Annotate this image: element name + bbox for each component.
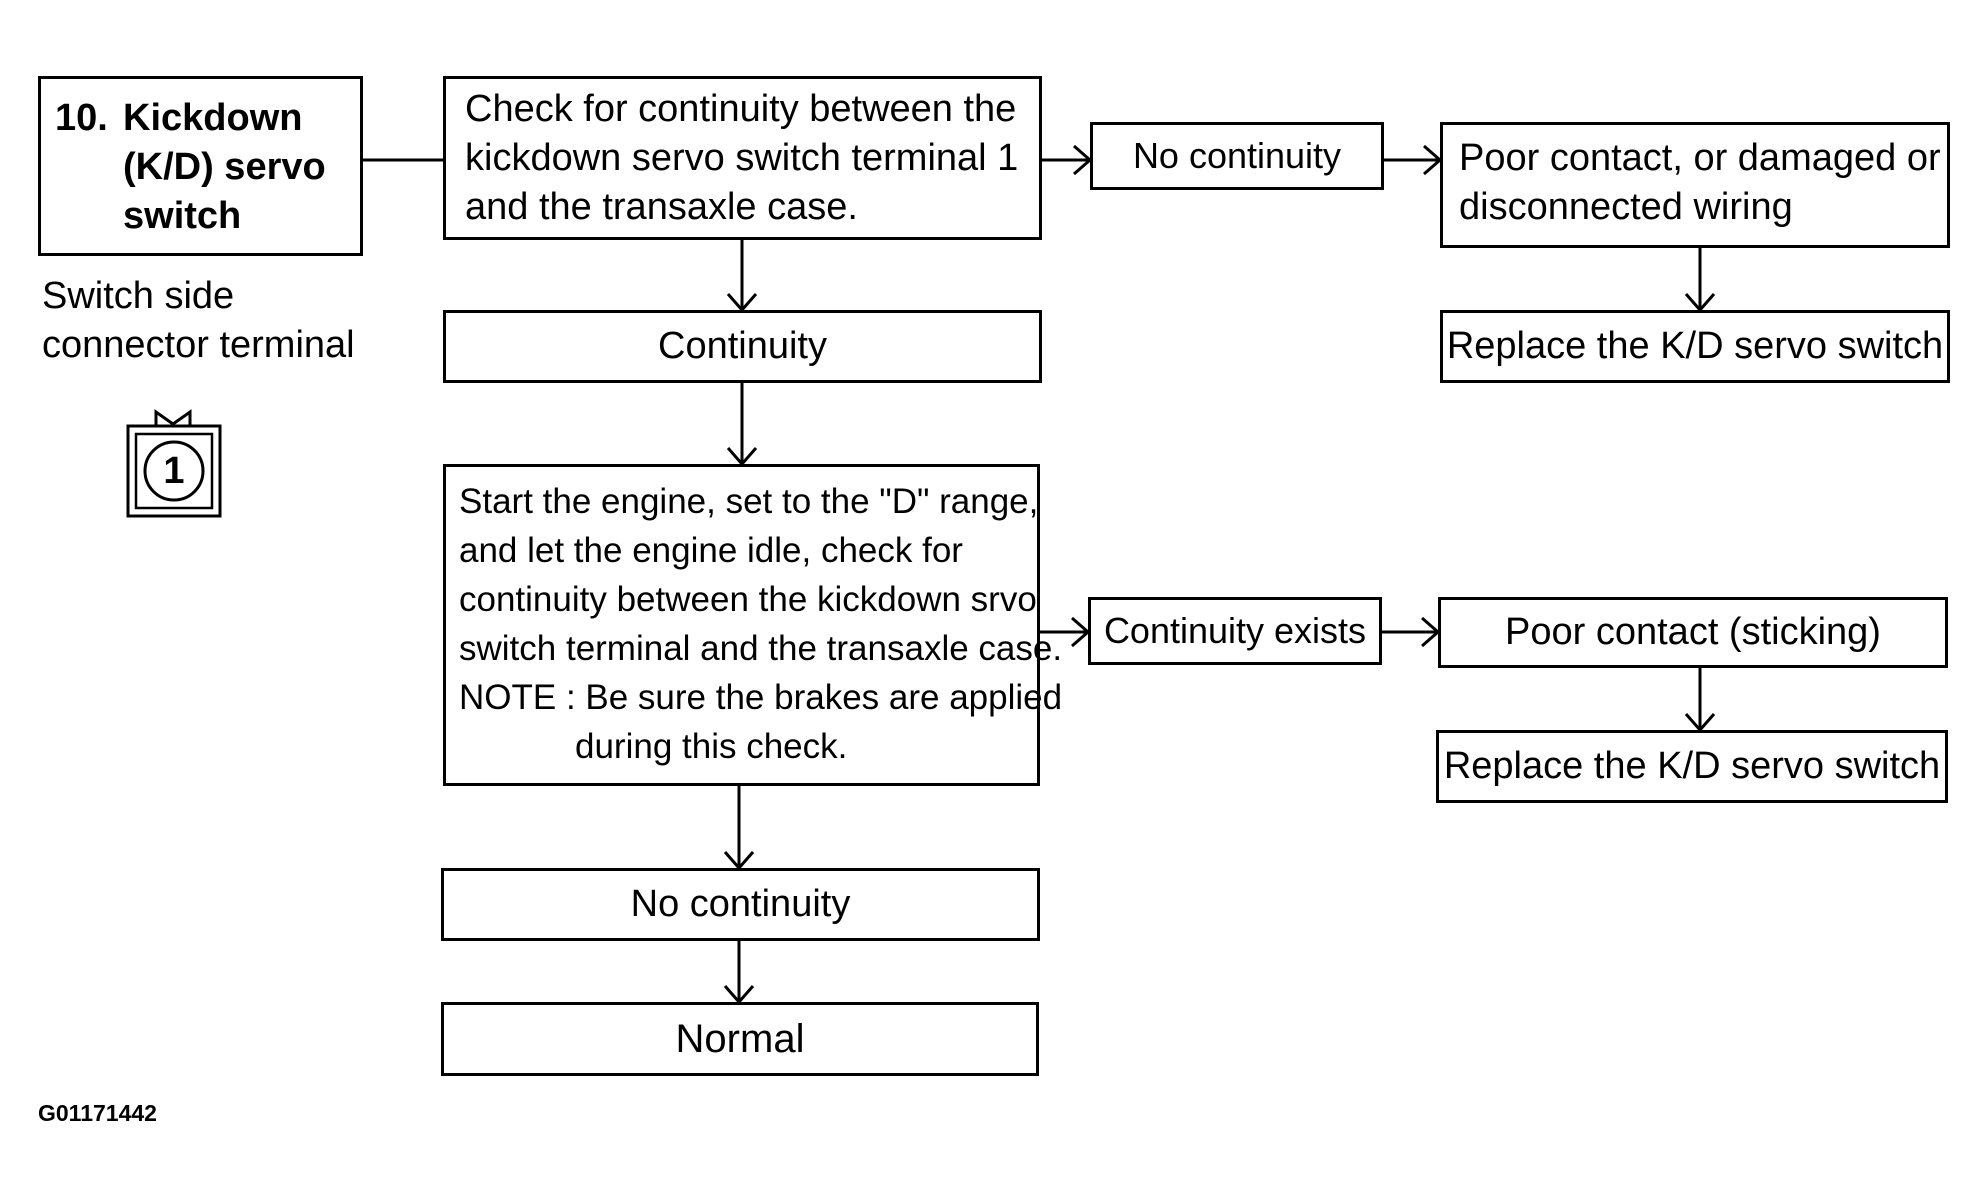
title-line-3: switch xyxy=(123,195,242,237)
no-continuity-box: No continuity xyxy=(1090,122,1384,190)
continuity-exists-box: Continuity exists xyxy=(1088,597,1382,665)
normal-label: Normal xyxy=(675,1017,805,1061)
wiring-line-2: disconnected wiring xyxy=(1459,186,1793,228)
replace-switch-box-2: Replace the K/D servo switch xyxy=(1436,730,1948,803)
poor-contact-wiring-text: Poor contact, or damaged or disconnected… xyxy=(1459,134,1941,232)
poor-contact-sticking-box: Poor contact (sticking) xyxy=(1438,597,1948,668)
check1-line-1: Check for continuity between the xyxy=(465,88,1017,130)
check-continuity-box: Check for continuity between the kickdow… xyxy=(443,76,1042,240)
wiring-line-1: Poor contact, or damaged or xyxy=(1459,137,1941,179)
continuity-box: Continuity xyxy=(443,310,1042,383)
check1-line-2: kickdown servo switch terminal 1 xyxy=(465,137,1019,179)
connector-shape-icon xyxy=(126,409,222,518)
figure-id: G01171442 xyxy=(38,1100,157,1126)
title-number: 10. xyxy=(55,97,108,139)
no-continuity-bottom-box: No continuity xyxy=(441,868,1040,941)
check2-note-line-2: during this check. xyxy=(575,727,848,766)
check2-line-3: continuity between the kickdown srvo xyxy=(459,580,1037,619)
replace-switch-label-1: Replace the K/D servo switch xyxy=(1446,325,1944,367)
check1-line-3: and the transaxle case. xyxy=(465,186,858,228)
check2-line-1: Start the engine, set to the "D" range, xyxy=(459,482,1039,521)
no-continuity-label: No continuity xyxy=(1132,135,1342,176)
poor-contact-sticking-label: Poor contact (sticking) xyxy=(1505,611,1881,653)
replace-switch-label-2: Replace the K/D servo switch xyxy=(1443,745,1941,787)
no-continuity-bottom-label: No continuity xyxy=(630,883,851,925)
check2-note-line-1: NOTE : Be sure the brakes are applied xyxy=(459,678,1063,717)
poor-contact-wiring-box: Poor contact, or damaged or disconnected… xyxy=(1440,122,1950,248)
title-line-1: Kickdown xyxy=(123,97,303,139)
connector-terminal-icon: 1 xyxy=(126,406,222,518)
title-line-2: (K/D) servo xyxy=(123,146,326,188)
connector-label-line-2: connector terminal xyxy=(42,324,355,366)
title-box: 10. Kickdown (K/D) servo switch xyxy=(38,76,363,256)
replace-switch-box-1: Replace the K/D servo switch xyxy=(1440,310,1950,383)
engine-idle-check-box: Start the engine, set to the "D" range, … xyxy=(443,464,1062,786)
terminal-number: 1 xyxy=(163,450,185,492)
continuity-exists-label: Continuity exists xyxy=(1103,610,1367,651)
connector-label-line-1: Switch side xyxy=(42,275,235,317)
continuity-label: Continuity xyxy=(658,325,827,367)
normal-box: Normal xyxy=(441,1002,1039,1076)
engine-idle-check-text: Start the engine, set to the "D" range, … xyxy=(459,477,1062,771)
connector-label: Switch side connector terminal xyxy=(42,272,355,370)
check2-line-2: and let the engine idle, check for xyxy=(459,531,963,570)
check-continuity-text: Check for continuity between the kickdow… xyxy=(465,85,1018,232)
check2-line-4: switch terminal and the transaxle case. xyxy=(459,629,1063,668)
